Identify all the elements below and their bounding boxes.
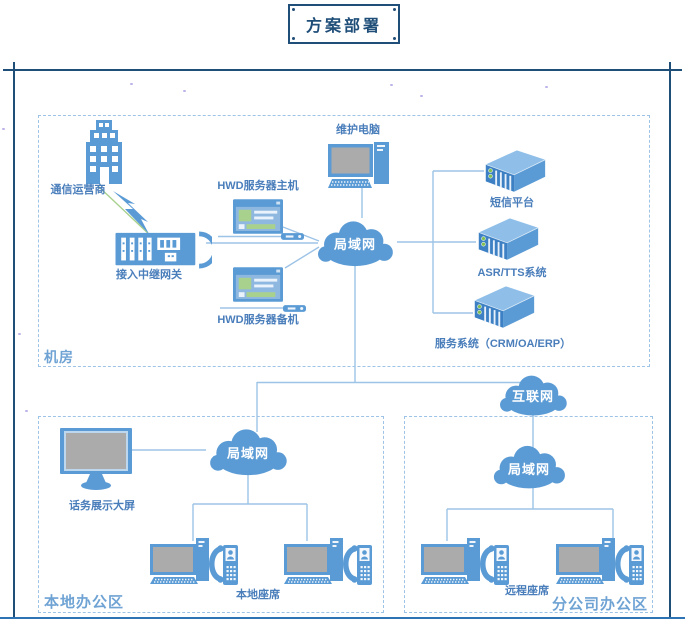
- node-label-hwd-primary: HWD服务器主机: [217, 180, 299, 192]
- region-label-branch-office: 分公司办公区: [551, 596, 648, 613]
- node-label-agents-remote: 远程座席: [505, 585, 549, 597]
- region-local-office[interactable]: [38, 416, 384, 613]
- ink-speck: [18, 333, 21, 335]
- ink-speck: [25, 410, 28, 412]
- workstation-icon[interactable]: [556, 537, 644, 591]
- rack-server-icon-sms[interactable]: [482, 148, 548, 196]
- usb-bar-icon[interactable]: [283, 305, 306, 312]
- page-rule-bottom: [0, 617, 685, 619]
- cloud-label-internet: 互联网: [511, 389, 554, 404]
- workstation-icon[interactable]: [284, 537, 372, 591]
- ink-speck: [130, 83, 133, 85]
- usb-bar-icon[interactable]: [281, 233, 304, 240]
- node-label-asr-tts: ASR/TTS系统: [477, 267, 547, 279]
- node-label-maintenance-pc: 维护电脑: [336, 124, 380, 136]
- node-label-wallboard: 话务展示大屏: [69, 500, 135, 512]
- wallboard-monitor-icon[interactable]: [60, 428, 132, 490]
- ink-speck: [183, 90, 186, 92]
- workstation-icon[interactable]: [150, 537, 238, 591]
- connectors: [97, 170, 614, 541]
- node-label-service-system: 服务系统（CRM/OA/ERP）: [434, 338, 572, 350]
- page-rule-left: [13, 62, 15, 618]
- gateway-icon[interactable]: [114, 231, 212, 269]
- region-branch-office[interactable]: [404, 416, 653, 613]
- selection-handle[interactable]: [292, 37, 295, 40]
- ink-speck: [2, 128, 5, 130]
- ink-speck: [420, 95, 423, 97]
- page-rule-top: [3, 69, 682, 71]
- node-label-gateway: 接入中继网关: [116, 269, 182, 281]
- hwd-backup-server-icon[interactable]: [233, 267, 283, 302]
- page-rule-right: [669, 62, 671, 618]
- diagram-title: 方案部署: [305, 18, 382, 35]
- rack-server-icon-service-system[interactable]: [471, 284, 537, 332]
- selection-handle[interactable]: [393, 37, 396, 40]
- ink-speck: [390, 84, 393, 86]
- workstation-icon[interactable]: [421, 537, 509, 591]
- desktop-pc-icon[interactable]: [328, 140, 392, 190]
- building-icon[interactable]: [82, 120, 126, 184]
- lightning-bolt-icon: [113, 191, 149, 234]
- node-label-sms: 短信平台: [490, 197, 534, 209]
- cloud-label-lan-local: 局域网: [226, 446, 269, 461]
- node-label-telecom: 通信运营商: [50, 184, 106, 196]
- region-label-local-office: 本地办公区: [44, 594, 125, 611]
- selection-handle[interactable]: [393, 8, 396, 11]
- node-label-agents-local: 本地座席: [236, 589, 280, 601]
- diagram-title-box[interactable]: 方案部署: [288, 4, 400, 44]
- hwd-primary-server-icon[interactable]: [233, 199, 283, 234]
- rack-server-icon-asr-tts[interactable]: [475, 216, 541, 264]
- region-server-room[interactable]: [38, 115, 650, 367]
- cloud-label-lan-core: 局域网: [333, 237, 376, 252]
- region-label-server-room: 机房: [44, 349, 74, 365]
- node-label-hwd-backup: HWD服务器备机: [217, 314, 299, 326]
- selection-handle[interactable]: [292, 8, 295, 11]
- cloud-label-lan-branch: 局域网: [507, 462, 550, 477]
- ink-speck: [545, 86, 548, 88]
